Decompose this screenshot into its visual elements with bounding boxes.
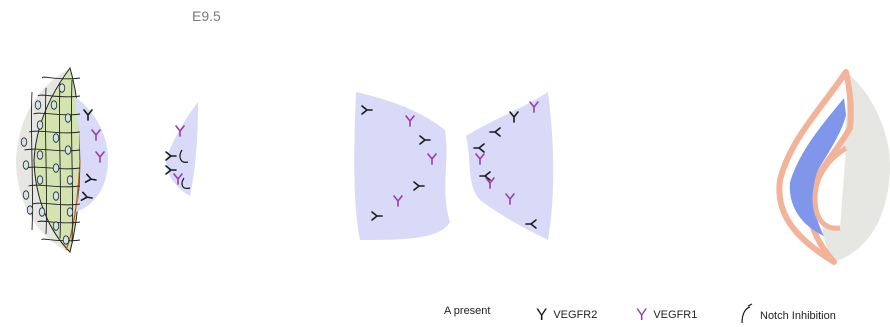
vegfr2-icon: Y <box>536 305 547 324</box>
cell-nucleus <box>59 84 65 92</box>
left-block-shape <box>354 92 450 240</box>
cell-nucleus <box>65 146 71 154</box>
cell-nucleus <box>53 134 59 142</box>
cell-nucleus <box>37 121 43 129</box>
legend-notch: Notch Inhibition <box>738 303 836 325</box>
legend-vegfr1-label: VEGFR1 <box>653 309 697 321</box>
legend-present: A present <box>444 305 490 317</box>
cell-nucleus <box>67 208 73 216</box>
legend-vegfr2: Y VEGFR2 <box>536 305 597 325</box>
vegfr1-icon: Y <box>636 305 647 324</box>
cell-nucleus <box>63 236 69 244</box>
cell-nucleus <box>23 191 29 199</box>
legend-vegfr1: Y VEGFR1 <box>636 305 697 325</box>
cell-nucleus <box>53 222 59 230</box>
notch-inhibition-icon <box>738 303 756 325</box>
panel-vessel <box>779 72 890 262</box>
legend-notch-label: Notch Inhibition <box>760 310 836 322</box>
cell-nucleus <box>21 138 27 146</box>
cell-nucleus <box>37 176 43 184</box>
cell-nucleus <box>53 164 59 172</box>
cell-nucleus <box>37 151 43 159</box>
cell-nucleus <box>27 206 33 214</box>
legend-vegfr2-label: VEGFR2 <box>553 309 597 321</box>
right-block-shape <box>466 92 553 240</box>
cell-nucleus <box>35 101 41 109</box>
legend-present-label: A present <box>444 305 490 317</box>
cell-nucleus <box>65 114 71 122</box>
panel-epithelium-section <box>16 68 108 252</box>
cell-nucleus <box>53 192 59 200</box>
cell-nucleus <box>39 208 45 216</box>
panel-right-block <box>466 92 553 240</box>
cell-nucleus <box>67 176 73 184</box>
cell-nucleus <box>51 101 57 109</box>
cell-nucleus <box>23 161 29 169</box>
panel-left-block <box>354 92 450 240</box>
panel-thin-sprout <box>166 102 198 196</box>
